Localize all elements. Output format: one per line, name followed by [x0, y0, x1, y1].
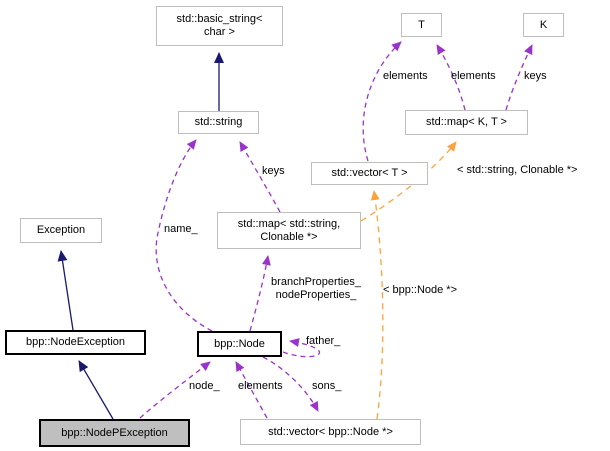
class-node-bpp-nodepexception-current: bpp::NodePException [39, 419, 190, 447]
template-arrow-vectornode-to-vectort [370, 190, 384, 420]
usage-arrow-elements-vectornode-to-node [235, 361, 268, 419]
class-node-label: std::map< K, T > [426, 116, 507, 128]
edge-label-keys-map-kt: keys [524, 70, 547, 82]
class-node-std-map-kt: std::map< K, T > [405, 110, 528, 135]
class-node-bpp-node[interactable]: bpp::Node [197, 331, 282, 357]
edge-label-elements-map-kt: elements [451, 70, 496, 82]
usage-arrow-keys-mapsc-to-string [239, 141, 281, 213]
class-node-label: bpp::NodePException [61, 426, 168, 439]
class-node-label: bpp::Node [214, 337, 265, 350]
edge-label-template-map-args: < std::string, Clonable *> [457, 164, 578, 176]
edge-label-name-member: name_ [164, 223, 198, 235]
usage-arrow-elements-mapkt-to-t [436, 44, 466, 111]
class-node-label: std::vector< T > [331, 167, 408, 179]
class-node-std-vector-bpp-node: std::vector< bpp::Node *> [240, 419, 421, 445]
usage-arrow-keys-mapkt-to-k [505, 44, 533, 111]
edge-label-branch-node-properties: branchProperties_nodeProperties_ [271, 276, 361, 301]
usage-arrow-branchproperties [249, 255, 271, 332]
usage-arrow-node-member [139, 361, 211, 419]
edge-label-sons-member: sons_ [312, 380, 342, 392]
edge-label-elements-vector-node: elements [238, 380, 283, 392]
class-node-t: T [401, 13, 442, 37]
class-node-k: K [523, 13, 564, 37]
class-node-label: bpp::NodeException [25, 336, 126, 348]
usage-arrow-father-selfloop [282, 338, 320, 358]
class-node-label: Exception [36, 224, 86, 236]
edge-label-template-vector-args: < bpp::Node *> [383, 284, 458, 296]
class-node-label: std::map< std::string,Clonable *> [237, 217, 341, 243]
class-node-std-vector-t: std::vector< T > [311, 162, 428, 185]
usage-arrow-name [155, 139, 213, 332]
inheritance-arrow-nodepexception-to-nodeexception [78, 360, 114, 420]
inheritance-arrow-nodeexception-to-exception [57, 250, 74, 331]
class-node-label: std::vector< bpp::Node *> [268, 425, 393, 438]
class-node-label: K [539, 18, 548, 31]
edge-label-elements-vector-t: elements [383, 70, 428, 82]
usage-arrow-elements-vectort-to-t [362, 41, 402, 162]
class-node-label: std::basic_string<char > [176, 13, 263, 38]
edge-label-node-member: node_ [189, 380, 220, 392]
class-node-bpp-nodeexception[interactable]: bpp::NodeException [5, 330, 146, 355]
edge-label-keys-map-string: keys [262, 165, 285, 177]
class-node-label: std::string [194, 116, 243, 128]
edge-label-father-member: father_ [306, 335, 341, 347]
class-node-std-map-string-clonable: std::map< std::string,Clonable *> [217, 212, 361, 249]
class-node-std-basic-string: std::basic_string<char > [156, 6, 283, 46]
class-node-std-string: std::string [178, 111, 259, 134]
class-node-label: T [418, 18, 425, 31]
class-node-exception: Exception [20, 218, 102, 243]
